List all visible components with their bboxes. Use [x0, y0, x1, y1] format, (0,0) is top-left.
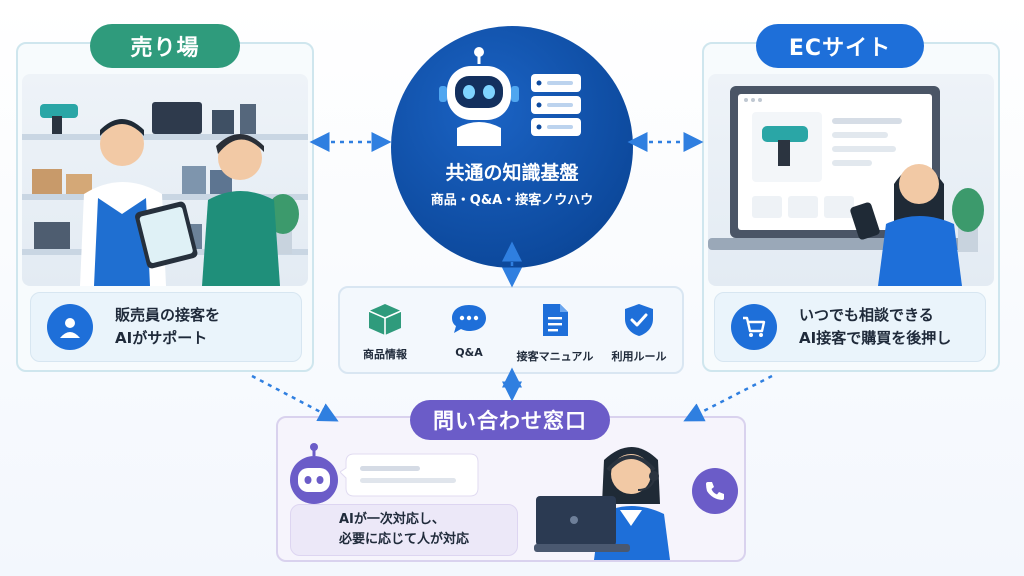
contact-title: 問い合わせ窓口 — [433, 409, 587, 433]
contact-caption: AIが一次対応し、 必要に応じて人が対応 — [339, 510, 469, 550]
person-icon — [47, 304, 93, 350]
ec-title: ECサイト — [788, 36, 892, 61]
store-title-pill: 売り場 — [90, 24, 240, 68]
ec-caption-line1: いつでも相談できる — [799, 305, 934, 324]
hub-subtitle: 商品・Q&A・接客ノウハウ — [430, 193, 594, 208]
ec-caption-line2: AI接客で購買を後押し — [799, 329, 952, 347]
ec-caption: いつでも相談できる AI接客で購買を後押し — [799, 304, 951, 351]
ec-scene — [708, 74, 994, 286]
tool-manual: 接客マニュアル — [510, 302, 600, 364]
chat-bubble-icon — [452, 305, 486, 333]
chat-bubble-placeholder — [340, 453, 479, 497]
chatbot-avatar-icon — [290, 443, 338, 504]
arrow-store-contact — [251, 374, 339, 422]
store-caption-line1: 販売員の接客を — [115, 305, 221, 324]
ec-title-pill: ECサイト — [756, 24, 924, 68]
contact-caption-box: AIが一次対応し、 必要に応じて人が対応 — [290, 504, 518, 556]
robot-icon — [439, 47, 519, 146]
store-illustration — [22, 102, 308, 286]
phone-icon — [692, 468, 738, 514]
contact-caption-line2: 必要に応じて人が対応 — [338, 532, 469, 547]
ec-illustration — [708, 86, 984, 286]
robot-server-illustration — [439, 47, 581, 146]
store-caption-line2: AIがサポート — [115, 329, 208, 347]
tool-product-info: 商品情報 — [340, 302, 430, 362]
tool-label-qa: Q&A — [455, 346, 483, 359]
hub-title: 共通の知識基盤 — [445, 162, 579, 184]
contact-title-pill: 問い合わせ窓口 — [410, 400, 610, 440]
tool-rules: 利用ルール — [594, 302, 684, 364]
tool-label-manual: 接客マニュアル — [516, 350, 594, 363]
tool-qa: Q&A — [424, 302, 514, 359]
knowledge-hub-circle: 共通の知識基盤 商品・Q&A・接客ノウハウ — [391, 26, 633, 268]
store-scene — [22, 74, 308, 286]
database-icon — [531, 74, 581, 136]
store-caption: 販売員の接客を AIがサポート — [115, 304, 220, 351]
document-icon — [543, 304, 568, 336]
tool-label-product-info: 商品情報 — [363, 348, 407, 361]
store-caption-box: 販売員の接客を AIがサポート — [30, 292, 302, 362]
cart-icon — [731, 304, 777, 350]
ec-caption-box: いつでも相談できる AI接客で購買を後押し — [714, 292, 986, 362]
arrow-ec-contact — [683, 374, 773, 422]
box-icon — [368, 304, 402, 335]
operator-illustration — [534, 447, 670, 560]
tool-label-rules: 利用ルール — [611, 350, 667, 363]
shield-check-icon — [625, 304, 653, 336]
store-title: 売り場 — [130, 36, 200, 61]
contact-caption-line1: AIが一次対応し、 — [338, 511, 445, 527]
